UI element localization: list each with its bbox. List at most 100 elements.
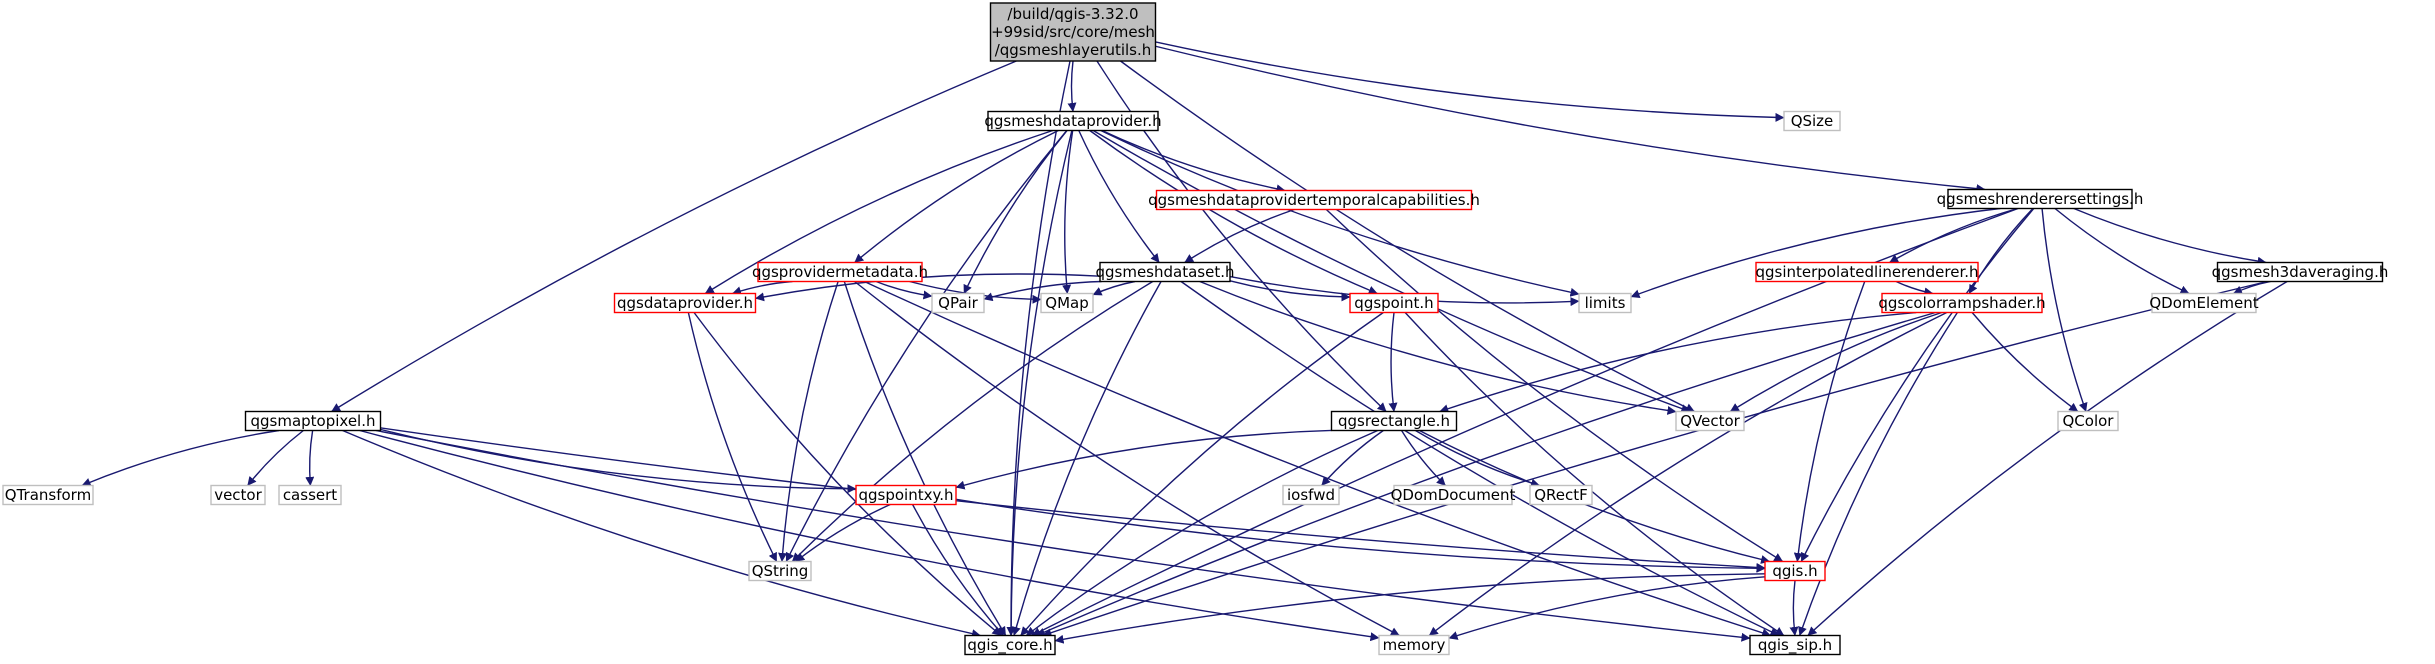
edge-colorramp-to-qgiscore [1036, 311, 1936, 637]
edge-meshdataset-to-dataprovider [755, 273, 1101, 302]
node-box [1749, 634, 1841, 656]
node-vector: vector [210, 484, 266, 506]
edge-qrectangle-to-qgiscore [1025, 429, 1378, 637]
edge-meshdataprovider-to-providermetadata [854, 129, 1059, 264]
node-qdomdocument: QDomDocument [1391, 484, 1516, 506]
edge-meshdataset-to-qmap [1092, 280, 1136, 296]
node-qsize: QSize [1783, 110, 1841, 132]
node-qdomelement: QDomElement [2149, 292, 2259, 314]
edge-providermetadata-to-qstring [778, 281, 839, 562]
edge-qgspoint-to-qrectangle [1388, 312, 1398, 412]
node-label: QColor [2063, 412, 2115, 430]
edge-providermetadata-to-dataprovider [732, 280, 793, 296]
edge-mesh3d-to-qdomelement [2233, 280, 2271, 295]
edge-root-to-qgiscore [1006, 60, 1071, 636]
node-meshdataprovider[interactable]: qgsmeshdataprovider.h [984, 110, 1162, 132]
node-box [748, 560, 812, 582]
node-colorramp[interactable]: qgscolorrampshader.h [1878, 292, 2046, 314]
node-box [987, 110, 1159, 132]
edge-colorramp-to-qrectangle [1439, 311, 1917, 414]
edge-meshdataprovider-to-temporalcaps [1101, 129, 1286, 194]
node-interpolated[interactable]: qgsinterpolatedlinerenderer.h [1755, 261, 1979, 283]
edge-meshdataset-to-qstring [791, 280, 1154, 562]
node-qgissip[interactable]: qgis_sip.h [1749, 634, 1841, 656]
edge-qgis-to-memory [1448, 576, 1766, 640]
node-label: qgis_core.h [967, 636, 1052, 655]
node-qrectangle[interactable]: qgsrectangle.h [1330, 410, 1458, 432]
edge-maptopixel-to-qtransform [81, 429, 280, 487]
edge-interpolated-to-qgis [1793, 281, 1866, 562]
node-box [244, 410, 382, 432]
node-box [1040, 292, 1094, 314]
edge-meshdataset-to-qgissip [1180, 280, 1780, 637]
node-root: /build/qgis-3.32.0+99sid/src/core/mesh/q… [989, 2, 1157, 62]
node-qgis[interactable]: qgis.h [1764, 560, 1826, 582]
node-label: QRectF [1534, 486, 1588, 504]
edge-meshdataprovider-to-qstring [785, 130, 1068, 562]
edge-root-to-meshdataprovider [1067, 60, 1077, 112]
node-box [1349, 292, 1439, 314]
edge-root-to-qsize [1155, 41, 1785, 122]
edge-maptopixel-to-qgis [380, 427, 1766, 572]
edge-meshdataset-to-qgiscore [1011, 281, 1162, 636]
edges-layer [81, 41, 2288, 644]
node-label: iosfwd [1287, 486, 1335, 504]
edge-renderersettings-to-qdomelement [2054, 207, 2190, 295]
node-label: qgsmeshdataprovidertemporalcapabilities.… [1148, 191, 1480, 209]
edge-qgis-to-qgissip [1789, 580, 1799, 636]
edge-renderersettings-to-qgis [1800, 208, 2035, 562]
node-qgspoint[interactable]: qgspoint.h [1349, 292, 1439, 314]
node-label: QMap [1045, 294, 1088, 312]
node-box [613, 292, 757, 314]
node-box [931, 292, 985, 314]
node-meshdataset[interactable]: qgsmeshdataset.h [1095, 261, 1235, 283]
edge-root-to-qvector [1120, 60, 1695, 413]
edge-meshdataprovider-to-qvector [1092, 129, 1691, 413]
edge-temporalcaps-to-meshdataset [1184, 208, 1295, 264]
edge-root-to-renderersettings [1155, 45, 1986, 194]
node-providermetadata[interactable]: qgsprovidermetadata.h [752, 261, 928, 283]
edge-meshdataset-to-qpair [983, 280, 1102, 302]
edge-meshdataprovider-to-meshdataset [1078, 130, 1160, 263]
node-label: /build/qgis-3.32.0 [1007, 5, 1138, 23]
node-label: QPair [938, 294, 979, 312]
node-box [210, 484, 266, 506]
node-qpair: QPair [931, 292, 985, 314]
edge-interpolated-to-colorramp [1895, 280, 1934, 297]
node-label: QVector [1680, 412, 1740, 430]
node-temporalcaps[interactable]: qgsmeshdataprovidertemporalcapabilities.… [1148, 189, 1480, 211]
node-label: QTransform [5, 486, 91, 504]
node-label: qgscolorrampshader.h [1878, 294, 2045, 312]
node-mesh3d[interactable]: qgsmesh3daveraging.h [2212, 261, 2389, 283]
node-box [1282, 484, 1340, 506]
node-box [1675, 410, 1745, 432]
node-renderersettings[interactable]: qgsmeshrenderersettings.h [1937, 188, 2144, 210]
node-box [1755, 261, 1979, 283]
node-label: qgsmesh3daveraging.h [2212, 263, 2389, 281]
node-memory: memory [1378, 634, 1450, 656]
node-pointxy[interactable]: qgspointxy.h [855, 484, 957, 506]
node-box [2, 484, 94, 506]
edge-renderersettings-to-limits [1630, 207, 2001, 299]
node-label: memory [1383, 636, 1446, 654]
node-qvector: QVector [1675, 410, 1745, 432]
nodes-layer: /build/qgis-3.32.0+99sid/src/core/mesh/q… [2, 2, 2389, 656]
node-box [855, 484, 957, 506]
edge-renderersettings-to-mesh3d [2073, 207, 2267, 266]
edge-providermetadata-to-qgissip [864, 280, 1772, 638]
edge-providermetadata-to-qgiscore [843, 281, 1007, 636]
node-qstring: QString [748, 560, 812, 582]
node-box [2057, 410, 2119, 432]
node-label: qgis_sip.h [1758, 636, 1832, 655]
node-label: qgsrectangle.h [1338, 412, 1450, 430]
node-qgiscore[interactable]: qgis_core.h [964, 634, 1056, 656]
node-maptopixel[interactable]: qgsmaptopixel.h [244, 410, 382, 432]
edge-pointxy-to-qgiscore [911, 504, 1004, 636]
node-dataprovider[interactable]: qgsdataprovider.h [613, 292, 757, 314]
edge-meshdataprovider-to-qgiscore [1006, 130, 1073, 636]
node-box [964, 634, 1056, 656]
node-label: QDomDocument [1391, 486, 1516, 504]
node-box [989, 2, 1157, 62]
edge-qrectangle-to-qgis [1419, 429, 1771, 564]
edge-providermetadata-to-qpair [875, 280, 933, 300]
